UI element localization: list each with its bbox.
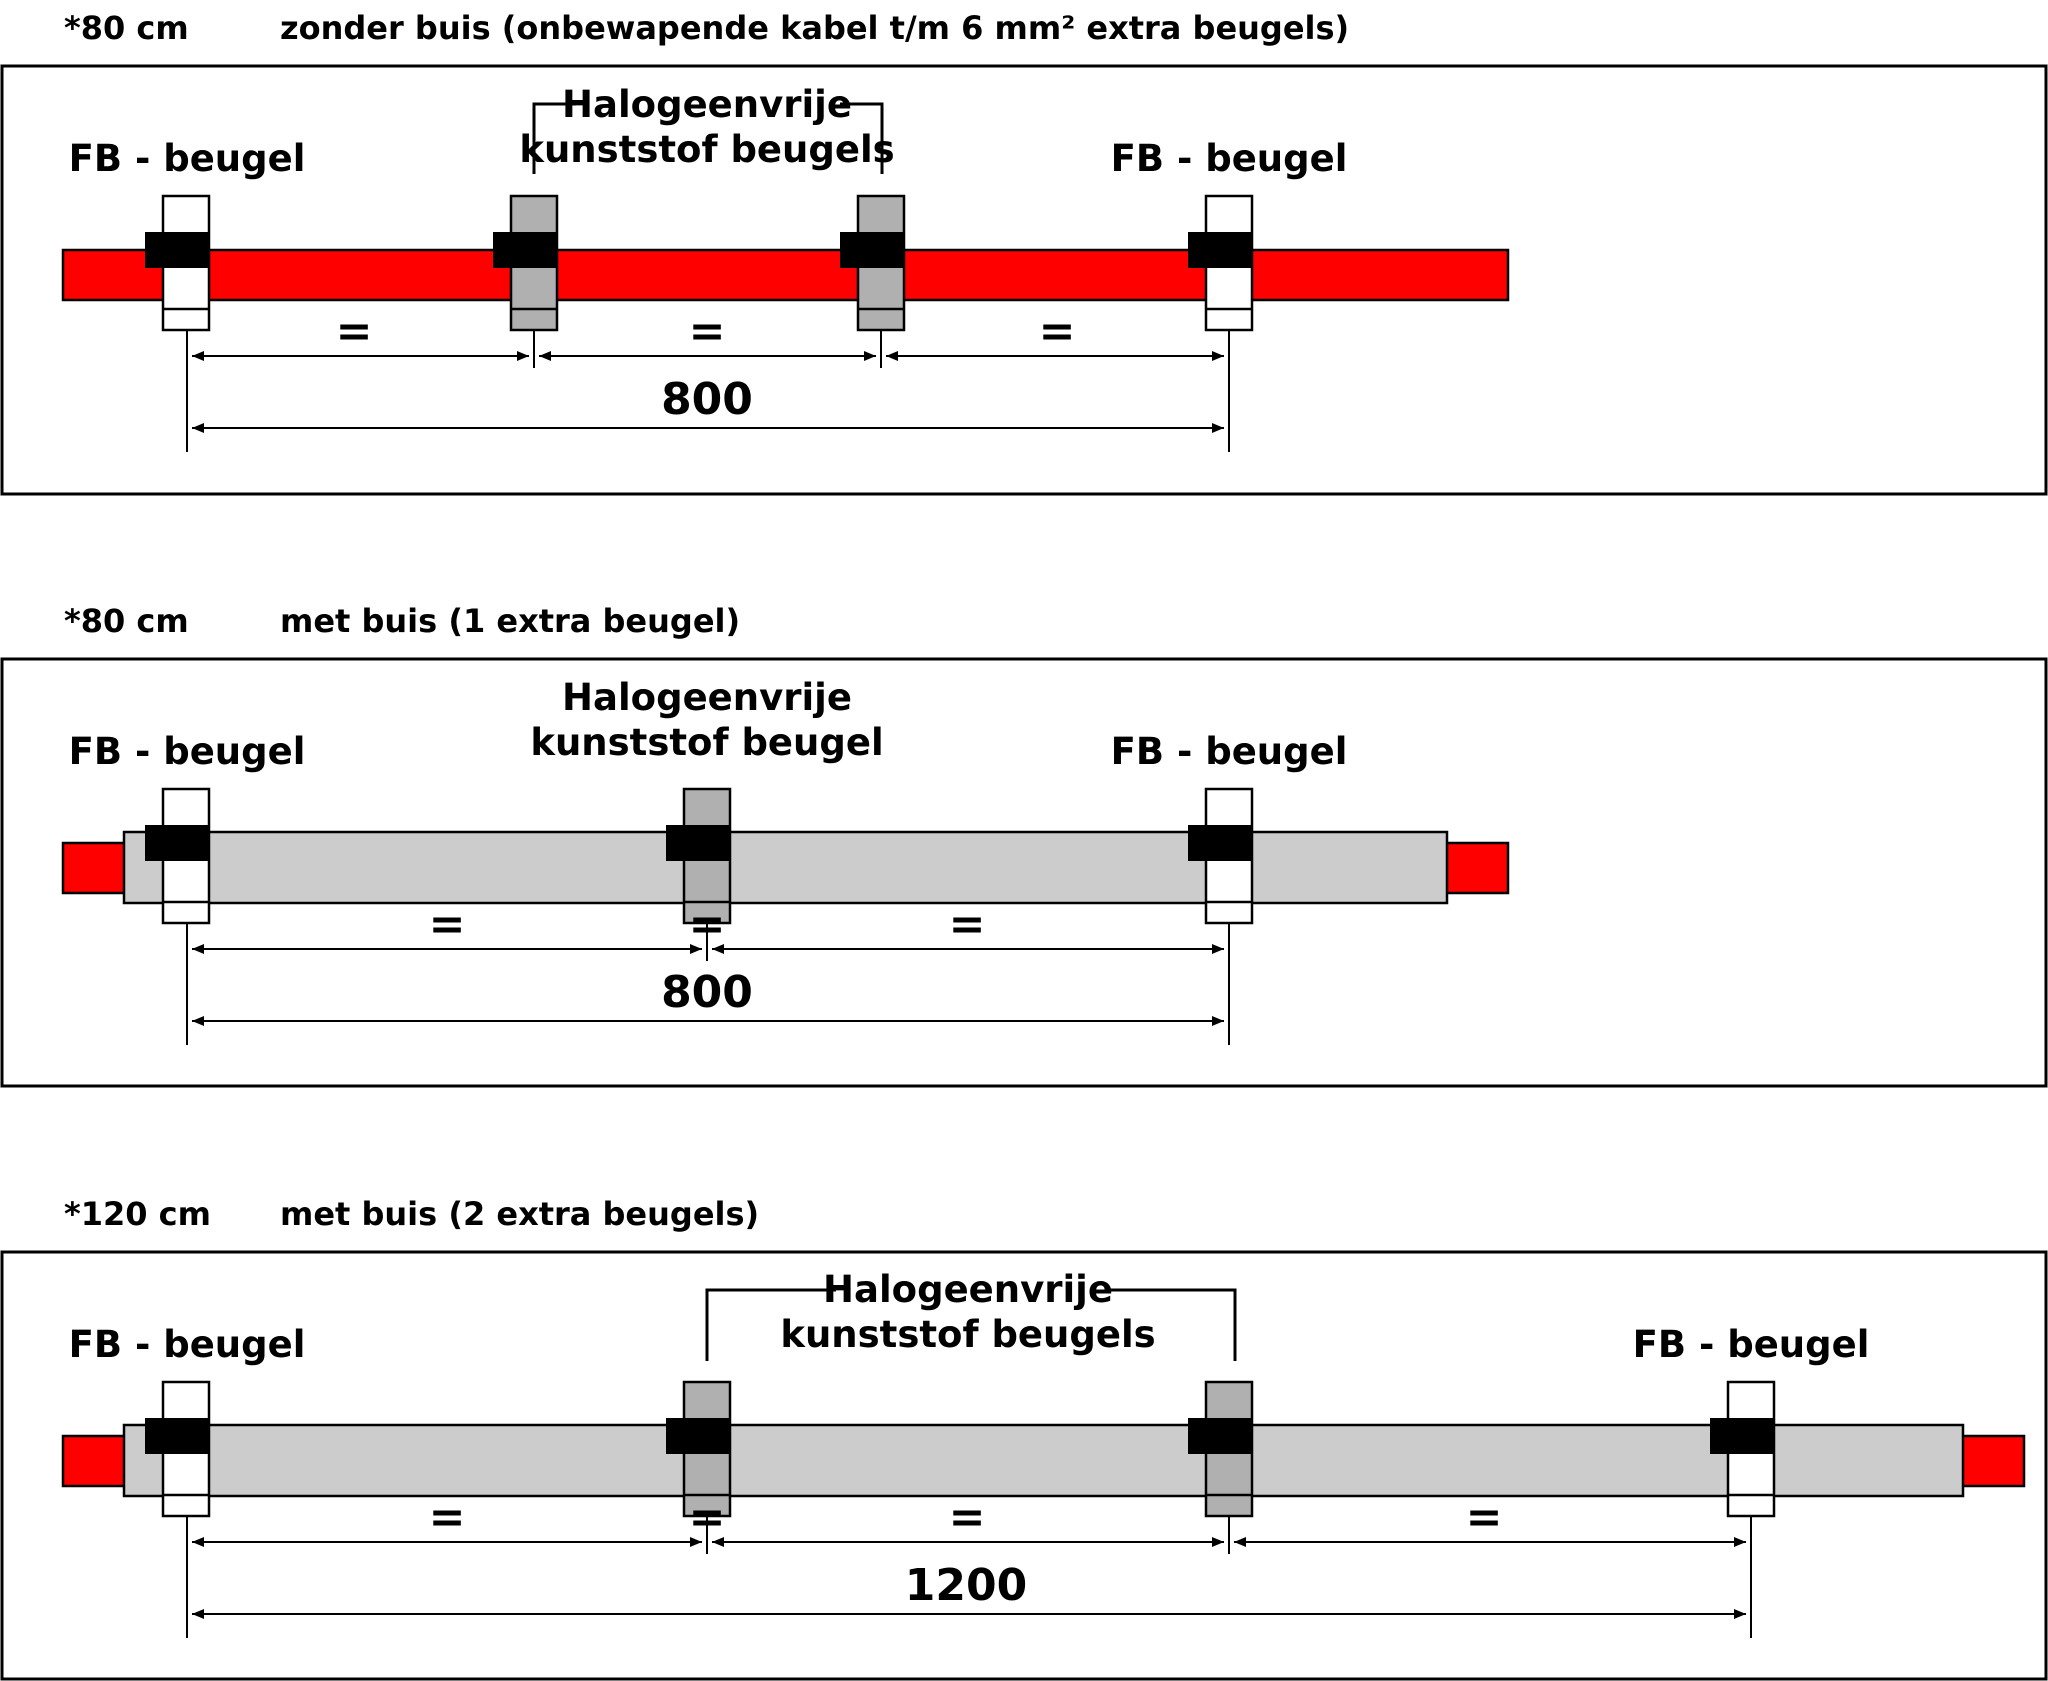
panel-2-clamp <box>145 825 209 861</box>
panel-3-equal-sign-4: = <box>1466 1492 1503 1543</box>
panel-1-dimension-lines <box>186 330 1230 452</box>
panel-3-equal-sign-2: = <box>689 1492 726 1543</box>
panel-1-equal-sign-1: = <box>336 306 373 357</box>
panel-1-fb-label-left: FB - beugel <box>69 137 306 180</box>
panel-3-dimension-lines <box>186 1516 1752 1638</box>
panel-3-plastic-label-bracket-line <box>705 1288 1237 1361</box>
panel-3-frame <box>0 1250 2048 1681</box>
panel-1-clamp <box>493 232 557 268</box>
panel-2-frame <box>0 657 2048 1088</box>
panel-1: *80 cm zonder buis (onbewapende kabel t/… <box>0 9 2048 496</box>
panel-3-description: met buis (2 extra beugels) <box>280 1195 759 1233</box>
panel-1-plastic-bracket-2 <box>840 194 906 332</box>
panel-1-clamp <box>840 232 904 268</box>
panel-2-plastic-label-line1: Halogeenvrije <box>562 676 852 719</box>
panel-3-clamp <box>145 1418 209 1454</box>
panel-2-equal-sign-1: = <box>429 899 466 950</box>
panel-3-spacing: *120 cm <box>64 1195 211 1233</box>
panel-2-plastic-label-line2: kunststof beugel <box>530 721 883 764</box>
panel-3-total-dimension: 1200 <box>905 1560 1027 1611</box>
panel-1-frame <box>0 64 2048 496</box>
panel-2-plastic-bracket-1 <box>666 787 732 925</box>
panel-1-plastic-label-line2: kunststof beugels <box>519 128 894 171</box>
panel-1-description: zonder buis (onbewapende kabel t/m 6 mm²… <box>280 9 1349 47</box>
panel-1-fb-bracket-right <box>1188 194 1254 332</box>
panel-2-clamp <box>666 825 730 861</box>
panel-1-plastic-label-bracket-line <box>532 102 884 174</box>
panel-1-plastic-bracket-1 <box>493 194 559 332</box>
panel-3-clamp <box>1188 1418 1252 1454</box>
panel-3-clamp <box>666 1418 730 1454</box>
panel-2-equal-sign-3: = <box>949 899 986 950</box>
panel-2-equal-sign-2: = <box>689 899 726 950</box>
panel-1-clamp <box>145 232 209 268</box>
panel-2-dimension-lines <box>186 923 1230 1045</box>
panel-2-fb-label-left: FB - beugel <box>69 730 306 773</box>
panel-1-spacing: *80 cm <box>64 9 189 47</box>
panel-3-fb-label-left: FB - beugel <box>69 1323 306 1366</box>
panel-3-clamp <box>1710 1418 1774 1454</box>
panel-3-plastic-bracket-2 <box>1188 1380 1254 1518</box>
panel-3-tube <box>122 1423 1965 1498</box>
panel-2-spacing: *80 cm <box>64 602 189 640</box>
panel-3-plastic-label-line1: Halogeenvrije <box>823 1268 1113 1311</box>
panel-2-fb-label-right: FB - beugel <box>1111 730 1348 773</box>
panel-2: *80 cm met buis (1 extra beugel) FB - be… <box>0 602 2048 1088</box>
panel-3-equal-sign-3: = <box>949 1492 986 1543</box>
panel-1-plastic-label-line1: Halogeenvrije <box>562 83 852 126</box>
panel-1-fb-label-right: FB - beugel <box>1111 137 1348 180</box>
panel-3-plastic-bracket-1 <box>666 1380 732 1518</box>
panel-2-clamp <box>1188 825 1252 861</box>
panel-3: *120 cm met buis (2 extra beugels) FB - … <box>0 1195 2048 1681</box>
panel-1-total-dimension: 800 <box>661 374 753 425</box>
panel-2-total-dimension: 800 <box>661 967 753 1018</box>
panel-2-fb-bracket-right <box>1188 787 1254 925</box>
panel-1-equal-sign-3: = <box>1039 306 1076 357</box>
panel-3-equal-sign-1: = <box>429 1492 466 1543</box>
panel-1-cable <box>61 248 1510 302</box>
panel-1-clamp <box>1188 232 1252 268</box>
panel-2-description: met buis (1 extra beugel) <box>280 602 740 640</box>
panel-3-plastic-label-line2: kunststof beugels <box>780 1313 1155 1356</box>
panel-1-fb-bracket-left <box>145 194 211 332</box>
panel-3-fb-label-right: FB - beugel <box>1633 1323 1870 1366</box>
panel-1-equal-sign-2: = <box>689 306 726 357</box>
